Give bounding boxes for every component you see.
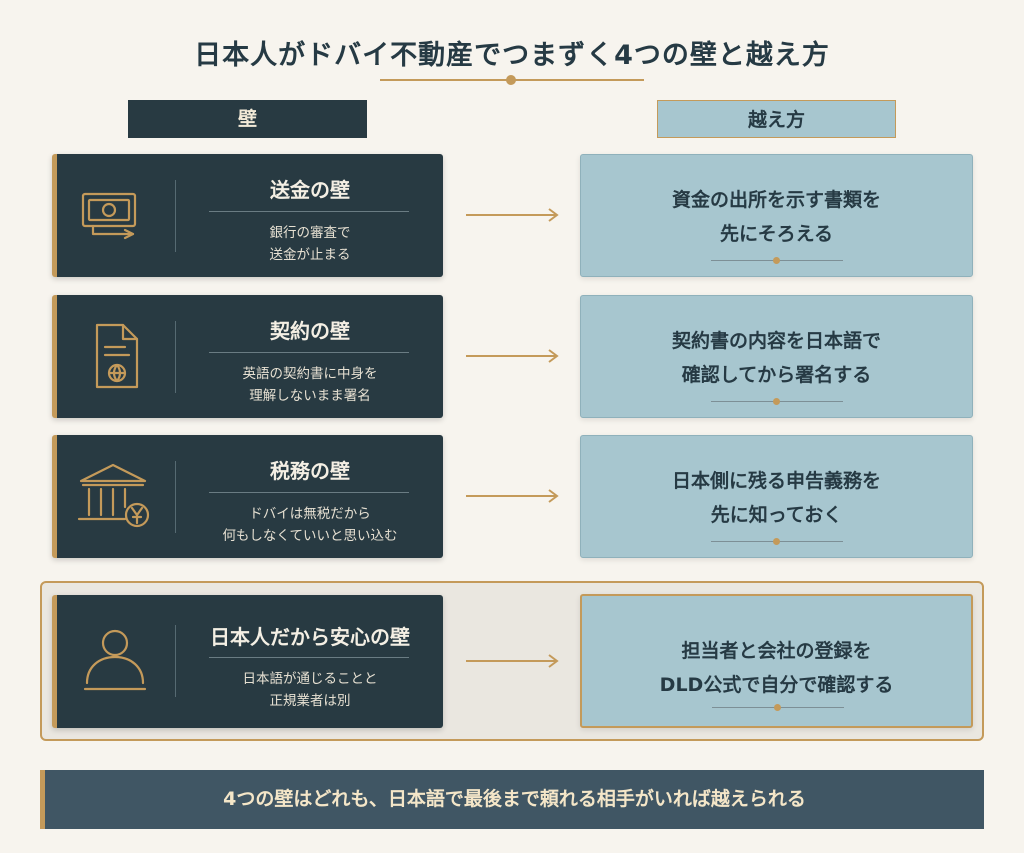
solution-card-tax: 日本側に残る申告義務を 先に知っておく [580, 435, 973, 558]
person-icon [75, 627, 155, 693]
solution-line: 資金の出所を示す書類を [671, 189, 881, 211]
wall-description: 銀行の審査で 送金が止まる [197, 222, 423, 266]
solution-rule-dot [774, 704, 781, 711]
wall-title: 送金の壁 [270, 178, 350, 202]
wall-desc-line: 理解しないまま署名 [249, 388, 371, 404]
card-divider [175, 461, 176, 533]
card-divider [175, 625, 176, 697]
money-transfer-icon [75, 182, 155, 248]
wall-card-tax: 税務の壁 ドバイは無税だから 何もしなくていいと思い込む [52, 435, 443, 558]
solution-card-trust: 担当者と会社の登録を DLD公式で自分で確認する [580, 594, 973, 728]
solution-line: 確認してから署名する [681, 364, 872, 386]
wall-card-remittance: 送金の壁 銀行の審査で 送金が止まる [52, 154, 443, 277]
bank-yen-icon [75, 463, 155, 529]
wall-title-rule [209, 211, 409, 212]
wall-description: 日本語が通じることと 正規業者は別 [197, 668, 423, 712]
wall-desc-line: 何もしなくていいと思い込む [222, 528, 398, 544]
wall-title: 契約の壁 [270, 319, 350, 343]
footer-banner: 4つの壁はどれも、日本語で最後まで頼れる相手がいれば越えられる [40, 770, 984, 829]
solution-line: 日本側に残る申告義務を [671, 470, 881, 492]
contract-document-icon [75, 323, 155, 389]
wall-desc-line: 送金が止まる [269, 247, 351, 263]
wall-title: 税務の壁 [270, 459, 350, 483]
solution-line: 先にそろえる [719, 223, 834, 245]
wall-title-rule [209, 657, 409, 658]
page-title: 日本人がドバイ不動産でつまずく4つの壁と越え方 [194, 40, 830, 71]
wall-card-contract: 契約の壁 英語の契約書に中身を 理解しないまま署名 [52, 295, 443, 418]
solution-line: 契約書の内容を日本語で [671, 330, 881, 352]
wall-title-rule [209, 352, 409, 353]
arrow-right-icon [466, 208, 559, 222]
title-divider-dot [506, 75, 516, 85]
arrow-right-icon [466, 654, 559, 668]
wall-title-rule [209, 492, 409, 493]
wall-description: ドバイは無税だから 何もしなくていいと思い込む [197, 503, 423, 547]
wall-description: 英語の契約書に中身を 理解しないまま署名 [197, 363, 423, 407]
wall-title: 日本人だから安心の壁 [210, 625, 410, 649]
solution-line: 先に知っておく [710, 504, 843, 526]
solution-rule-dot [773, 538, 780, 545]
wall-desc-line: 英語の契約書に中身を [242, 366, 378, 382]
solution-text: 日本側に残る申告義務を 先に知っておく [581, 464, 972, 532]
column-header-walls: 壁 [128, 100, 367, 138]
solution-text: 担当者と会社の登録を DLD公式で自分で確認する [582, 634, 971, 702]
wall-desc-line: 日本語が通じることと [242, 671, 378, 687]
solution-card-remittance: 資金の出所を示す書類を 先にそろえる [580, 154, 973, 277]
solution-rule-dot [773, 398, 780, 405]
wall-desc-line: 銀行の審査で [269, 225, 351, 241]
card-divider [175, 321, 176, 393]
solution-text: 契約書の内容を日本語で 確認してから署名する [581, 324, 972, 392]
solution-text: 資金の出所を示す書類を 先にそろえる [581, 183, 972, 251]
wall-card-trust: 日本人だから安心の壁 日本語が通じることと 正規業者は別 [52, 595, 443, 728]
solution-line: 担当者と会社の登録を [681, 640, 872, 662]
arrow-right-icon [466, 349, 559, 363]
wall-desc-line: 正規業者は別 [269, 693, 351, 709]
card-divider [175, 180, 176, 252]
wall-desc-line: ドバイは無税だから [249, 506, 371, 522]
solution-rule-dot [773, 257, 780, 264]
solution-line: DLD公式で自分で確認する [659, 674, 894, 696]
solution-card-contract: 契約書の内容を日本語で 確認してから署名する [580, 295, 973, 418]
column-header-solutions: 越え方 [657, 100, 896, 138]
arrow-right-icon [466, 489, 559, 503]
